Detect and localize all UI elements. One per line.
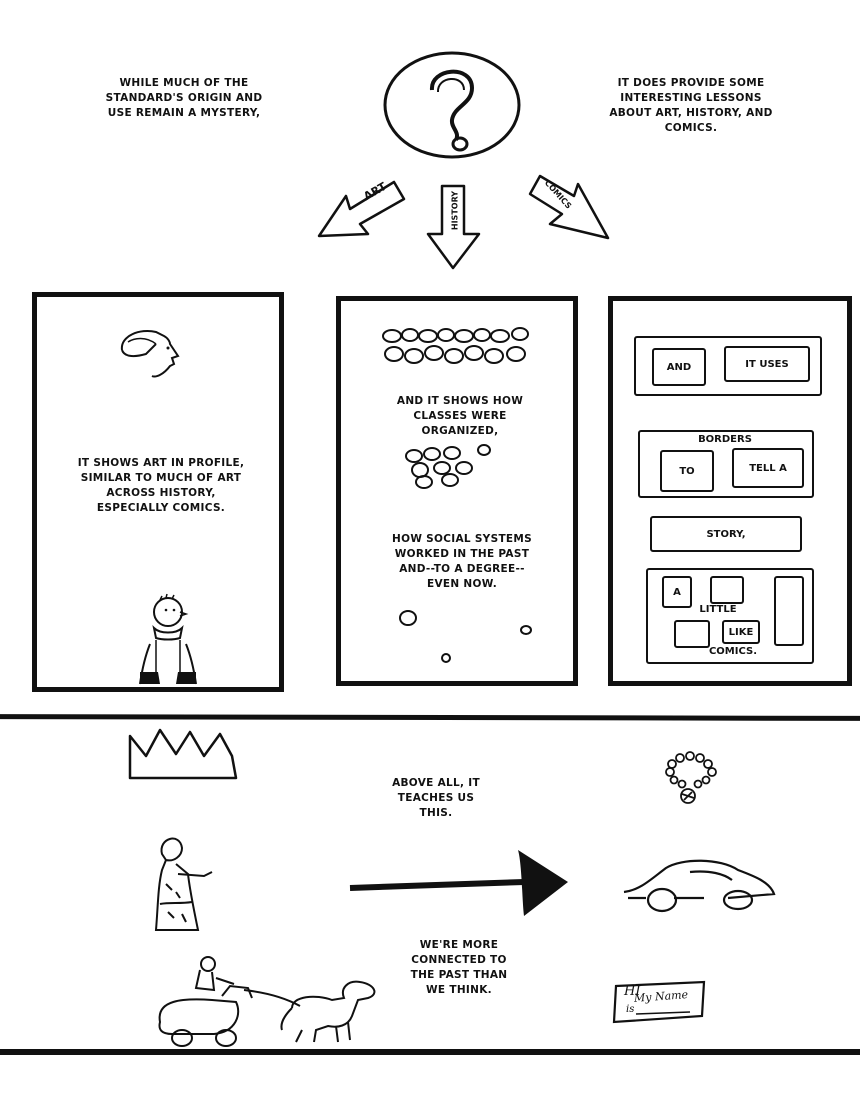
mini-box-like: LIKE	[722, 620, 760, 644]
pioneer-woman-icon	[154, 837, 213, 931]
question-mark-icon	[383, 51, 521, 159]
section-divider	[0, 714, 860, 721]
mini-box-blank-1	[710, 576, 744, 604]
mini-label-borders: BORDERS	[698, 434, 752, 445]
mini-label-little: LITTLE	[699, 604, 737, 615]
mini-panel-row-4: A LITTLE LIKE COMICS.	[646, 568, 814, 664]
name-tag-is: is	[626, 1004, 635, 1015]
bottom-caption-bottom: We're more connected to the past than we…	[410, 939, 508, 996]
crowd-small-icon	[405, 444, 491, 489]
mini-panel-row-2: BORDERS TO TELL A	[638, 430, 814, 498]
history-caption-2: How social systems worked in the past an…	[392, 533, 532, 590]
name-tag-hi: HI	[624, 984, 641, 999]
crown-icon	[128, 728, 238, 780]
mini-box-a: A	[662, 576, 692, 608]
boy-figure-icon	[139, 593, 197, 685]
mini-box-tall	[774, 576, 804, 646]
art-arrow-icon	[317, 180, 406, 238]
bottom-caption-top: Above all, it teaches us this.	[392, 777, 480, 819]
stroller-dog-icon	[158, 956, 376, 1047]
mini-box-blank-2	[674, 620, 710, 648]
mini-panel-story: STORY,	[650, 516, 802, 552]
history-panel	[336, 296, 578, 686]
timeline-arrow-icon	[349, 850, 568, 916]
mini-panel-row-1: AND IT USES	[634, 336, 822, 396]
comics-arrow-icon	[528, 174, 610, 240]
bottom-border	[0, 1049, 860, 1055]
history-arrow-icon	[426, 184, 481, 270]
scattered-figures-icon	[399, 610, 532, 663]
necklace-icon	[665, 751, 717, 804]
history-caption-1: And it shows how classes were organized,	[396, 395, 524, 437]
name-tag-icon	[612, 980, 706, 1024]
art-panel	[32, 292, 284, 692]
mini-box-tell-a: TELL A	[732, 448, 804, 488]
car-icon	[623, 859, 776, 913]
mini-box-to: TO	[660, 450, 714, 492]
mini-label-comics: COMICS.	[708, 646, 758, 657]
mini-box-and: AND	[652, 348, 706, 386]
caption-right: It does provide some interesting lessons…	[609, 77, 773, 134]
caption-left: While much of the standard's origin and …	[105, 77, 263, 119]
profile-head-icon	[120, 330, 180, 378]
crowd-large-icon	[382, 327, 529, 364]
mini-box-it-uses: IT USES	[724, 346, 810, 382]
arrow-label-history: HISTORY	[450, 190, 460, 231]
art-caption: It shows art in profile, similar to much…	[77, 457, 245, 514]
